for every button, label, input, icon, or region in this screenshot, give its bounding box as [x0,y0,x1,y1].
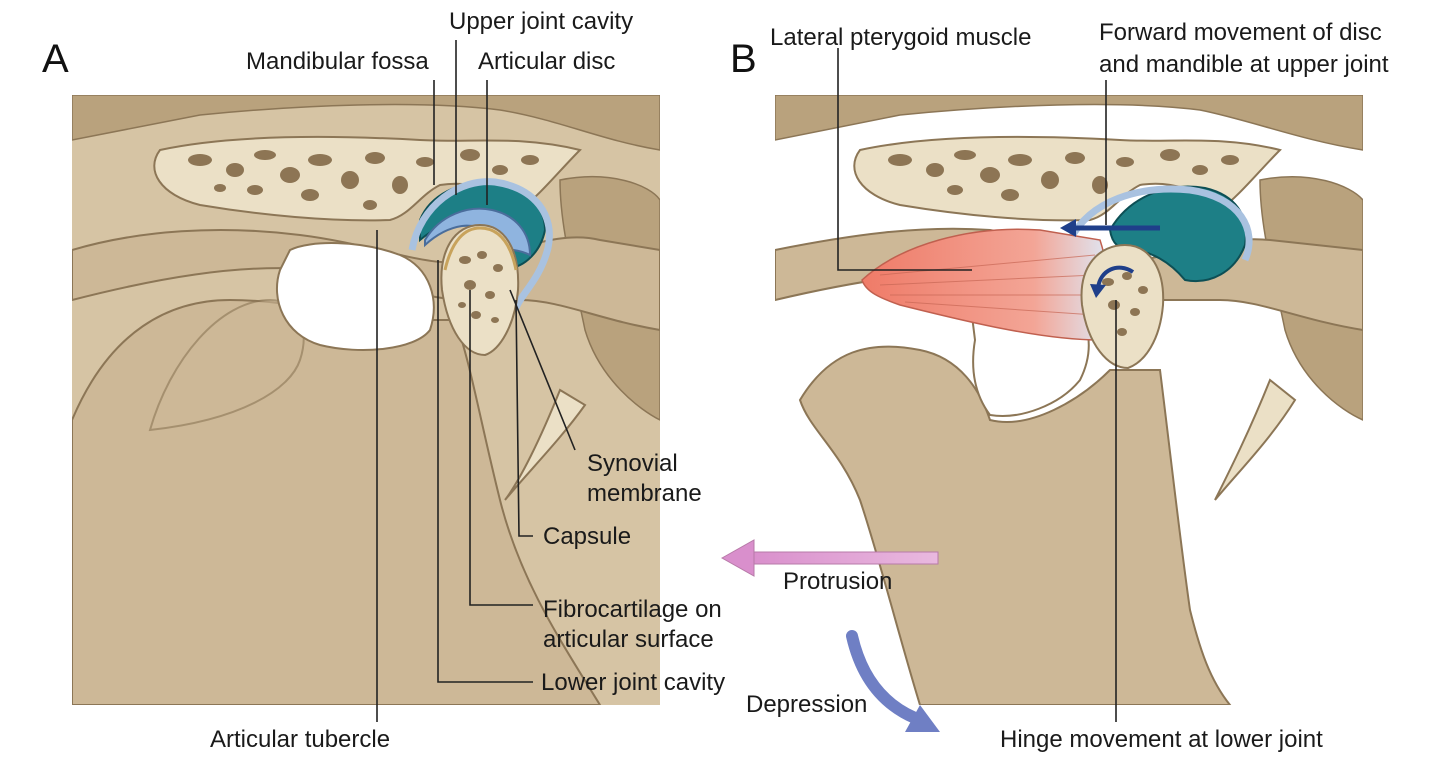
label-upper-joint-cavity: Upper joint cavity [449,8,633,35]
label-synovial-line2: membrane [587,480,702,507]
protrusion-arrow [720,539,939,577]
label-fibrocartilage-line2: articular surface [543,626,714,653]
label-depression: Depression [746,691,867,718]
label-hinge-movement: Hinge movement at lower joint [1000,726,1323,753]
label-lateral-pterygoid: Lateral pterygoid muscle [770,24,1031,51]
label-protrusion: Protrusion [783,568,892,595]
label-synovial-line1: Synovial [587,450,678,477]
label-fibrocartilage-line1: Fibrocartilage on [543,596,722,623]
label-articular-tubercle: Articular tubercle [210,726,390,753]
panel-b-leaders [837,48,1117,722]
panel-b-illustration [775,95,1363,705]
panel-a-illustration [72,95,660,705]
depression-arrow [846,630,940,732]
label-forward-movement-line2: and mandible at upper joint [1099,51,1389,78]
label-capsule: Capsule [543,523,631,550]
label-forward-movement-line1: Forward movement of disc [1099,19,1382,46]
panel-a-leaders [376,40,576,722]
label-mandibular-fossa: Mandibular fossa [246,48,429,75]
panel-a-letter: A [42,37,69,81]
panel-b-letter: B [730,37,757,81]
label-lower-joint-cavity: Lower joint cavity [541,669,725,696]
label-articular-disc: Articular disc [478,48,615,75]
